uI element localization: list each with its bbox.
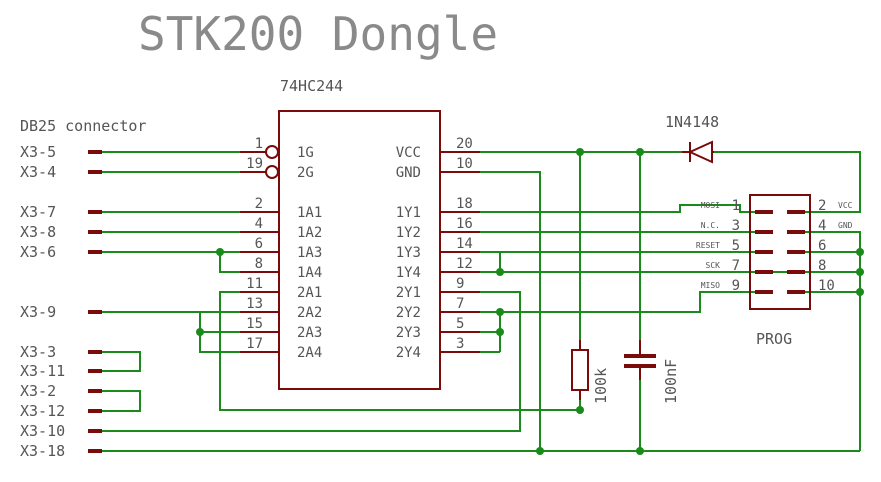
db25-pin-label: X3-18 — [20, 442, 65, 460]
prog-pin-number: 7 — [732, 258, 740, 274]
db25-pin-label: X3-4 — [20, 163, 56, 181]
ic-pin-number: 11 — [246, 276, 263, 292]
prog-signal-label: VCC — [838, 201, 853, 210]
db25-pin-label: X3-12 — [20, 402, 65, 420]
prog-pin-number: 1 — [732, 198, 740, 214]
ic-pin-name: 1Y4 — [396, 265, 421, 281]
ic-pin-name: 1A1 — [297, 205, 322, 221]
ic-pin-number: 19 — [246, 156, 263, 172]
ic-pin-name: GND — [396, 165, 421, 181]
ic-right-pin-numbers: 20 10 18 16 14 12 9 7 5 3 — [456, 136, 473, 352]
ic-pin-name: 1Y2 — [396, 225, 421, 241]
prog-signal-label: GND — [838, 221, 853, 230]
ic-pin-name: 2G — [297, 165, 314, 181]
ic-pin-number: 3 — [456, 336, 464, 352]
db25-pin-label: X3-3 — [20, 343, 56, 361]
ic-pin-name: 2A1 — [297, 285, 322, 301]
db25-label: DB25 connector — [20, 117, 146, 135]
ic-pin-name: 1A4 — [297, 265, 322, 281]
ic-pin-name: 1A2 — [297, 225, 322, 241]
ic-part-label: 74HC244 — [280, 77, 343, 95]
ic-pin-name: 1A3 — [297, 245, 322, 261]
prog-signal-label: RESET — [696, 241, 720, 250]
schematic-title: STK200 Dongle — [138, 7, 498, 61]
ic-right-leads — [440, 151, 480, 353]
ic-pin-number: 5 — [456, 316, 464, 332]
ic-right-pin-names: VCC GND 1Y1 1Y2 1Y3 1Y4 2Y1 2Y2 2Y3 2Y4 — [396, 145, 421, 361]
prog-signal-label: N.C. — [701, 221, 720, 230]
prog-header — [749, 194, 811, 310]
ic-left-leads — [240, 145, 279, 353]
ic-pin-name: VCC — [396, 145, 421, 161]
db25-pin-label: X3-2 — [20, 382, 56, 400]
ic-pin-name: 2A3 — [297, 325, 322, 341]
ic-pin-number: 18 — [456, 196, 473, 212]
junction-dots — [196, 148, 864, 455]
prog-label: PROG — [756, 330, 792, 348]
prog-pin-number: 10 — [818, 278, 835, 294]
prog-left-labels: MOSI 1 N.C. 3 RESET 5 SCK 7 MISO 9 — [696, 198, 740, 294]
db25-pin-stubs — [88, 150, 102, 453]
ic-left-pin-names: 1G 2G 1A1 1A2 1A3 1A4 2A1 2A2 2A3 2A4 — [297, 145, 322, 361]
ic-pin-number: 8 — [255, 256, 263, 272]
ic-pin-name: 2Y3 — [396, 325, 421, 341]
ic-pin-name: 2Y2 — [396, 305, 421, 321]
ic-left-pin-numbers: 1 19 2 4 6 8 11 13 15 17 — [246, 136, 263, 352]
resistor-100k — [571, 340, 589, 400]
db25-pin-label: X3-6 — [20, 243, 56, 261]
ic-pin-name: 2A2 — [297, 305, 322, 321]
prog-right-labels: 2 VCC 4 GND 6 8 10 — [818, 198, 853, 294]
ic-pin-number: 9 — [456, 276, 464, 292]
ic-pin-number: 12 — [456, 256, 473, 272]
prog-signal-label: MISO — [701, 281, 720, 290]
resistor-value-label: 100k — [592, 368, 610, 404]
prog-pin-number: 4 — [818, 218, 826, 234]
ic-pin-name: 2Y1 — [396, 285, 421, 301]
ic-pin-number: 20 — [456, 136, 473, 152]
db25-pin-label: X3-11 — [20, 362, 65, 380]
ic-pin-number: 16 — [456, 216, 473, 232]
ic-pin-number: 4 — [255, 216, 263, 232]
diode-label: 1N4148 — [665, 113, 719, 131]
prog-signal-label: SCK — [706, 261, 721, 270]
ic-pin-number: 6 — [255, 236, 263, 252]
ic-pin-name: 2A4 — [297, 345, 322, 361]
ic-pin-name: 1Y1 — [396, 205, 421, 221]
prog-pin-number: 2 — [818, 198, 826, 214]
prog-pin-number: 3 — [732, 218, 740, 234]
db25-pin-label: X3-10 — [20, 422, 65, 440]
ic-pin-number: 1 — [255, 136, 263, 152]
db25-pin-label: X3-9 — [20, 303, 56, 321]
db25-pin-labels: X3-5 X3-4 X3-7 X3-8 X3-6 X3-9 X3-3 X3-11… — [20, 143, 65, 460]
ic-pin-name: 2Y4 — [396, 345, 421, 361]
ic-pin-number: 15 — [246, 316, 263, 332]
wires — [102, 151, 861, 452]
ic-pin-name: 1G — [297, 145, 314, 161]
diode-1n4148 — [682, 140, 714, 164]
db25-pin-label: X3-5 — [20, 143, 56, 161]
ic-pin-number: 14 — [456, 236, 473, 252]
ic-pin-number: 17 — [246, 336, 263, 352]
ic-pin-number: 7 — [456, 296, 464, 312]
db25-pin-label: X3-8 — [20, 223, 56, 241]
capacitor-100nf — [624, 340, 656, 380]
ic-pin-number: 10 — [456, 156, 473, 172]
ic-pin-name: 1Y3 — [396, 245, 421, 261]
prog-pin-number: 6 — [818, 238, 826, 254]
prog-pin-number: 8 — [818, 258, 826, 274]
ic-pin-number: 2 — [255, 196, 263, 212]
capacitor-value-label: 100nF — [662, 359, 680, 404]
prog-signal-label: MOSI — [701, 201, 720, 210]
prog-pin-number: 9 — [732, 278, 740, 294]
ic-74hc244-body — [278, 110, 441, 390]
ic-pin-number: 13 — [246, 296, 263, 312]
prog-pin-number: 5 — [732, 238, 740, 254]
db25-pin-label: X3-7 — [20, 203, 56, 221]
